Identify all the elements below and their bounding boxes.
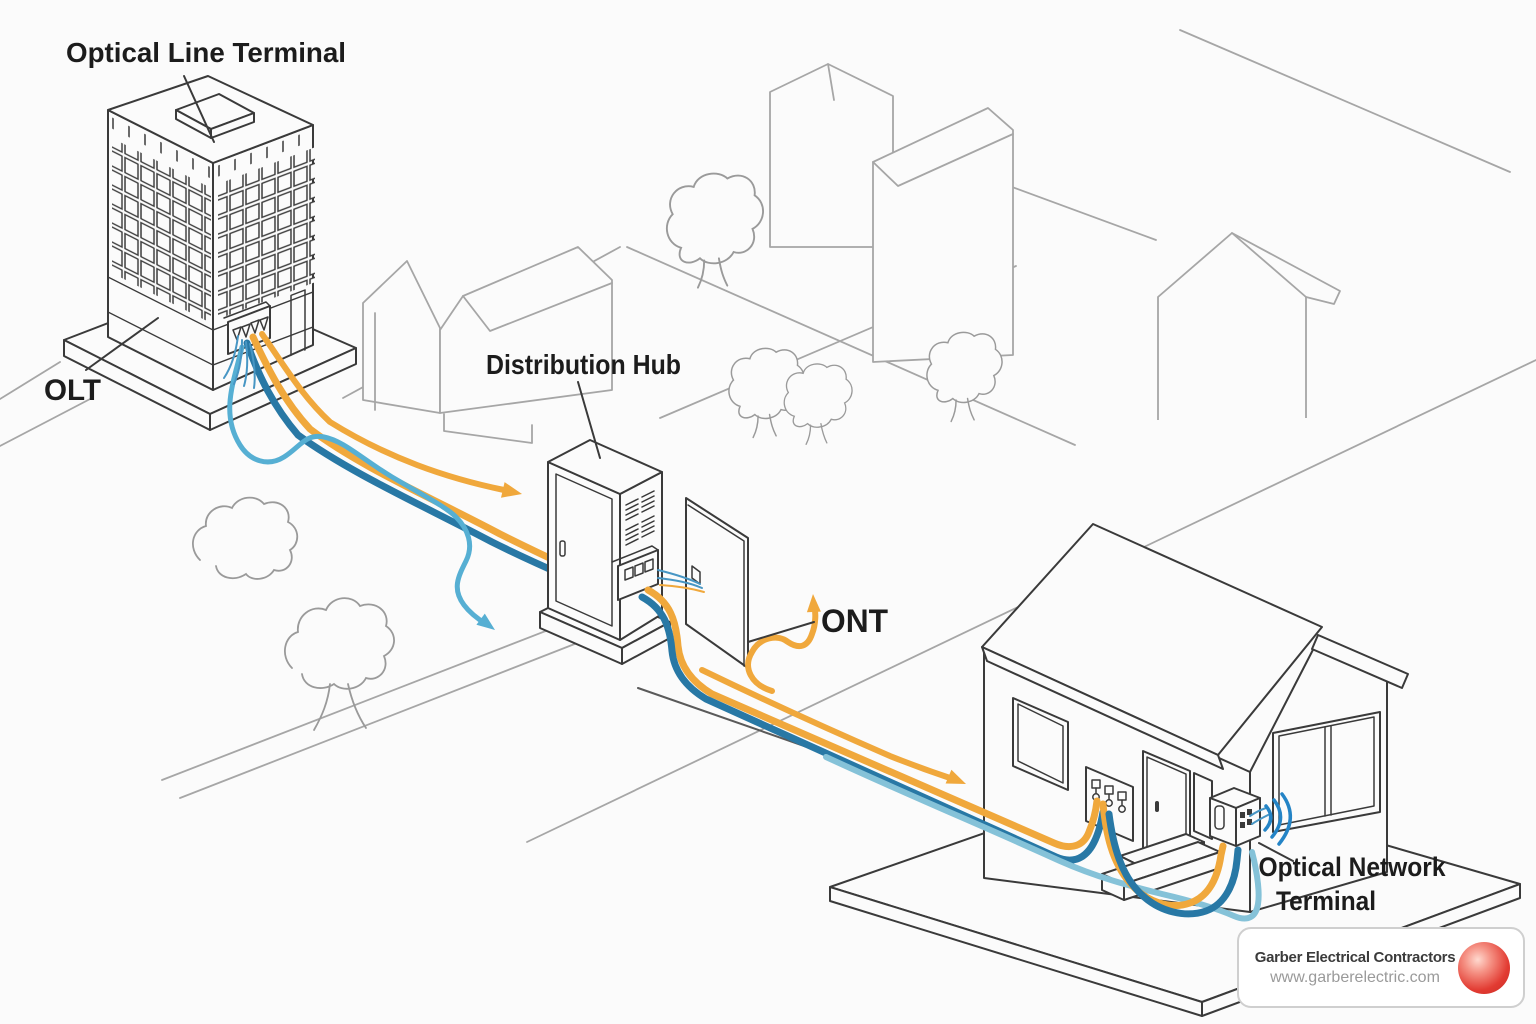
leader-distribution-hub [577,381,601,459]
road-line [1179,29,1511,173]
road-line-long [526,359,1536,843]
ont-box [1209,787,1269,847]
background-building-center [362,246,613,444]
tree-icon [783,363,853,446]
olt-cable-port [223,301,271,355]
hub-top-face [547,439,663,495]
wifi-signal-icon [1263,792,1292,846]
label-olt: OLT [44,374,101,407]
light-blue-flow-arrow-icon [227,344,495,630]
hub-splice-strands [657,569,705,593]
logo-red-sphere-icon [1458,941,1510,994]
cable-light-blue [823,754,1262,922]
leader-lines [85,75,1294,862]
olt-windows-right [212,129,315,366]
sketch-bushes [192,496,395,731]
orange-curl-arrow-icon [745,594,821,694]
road-line [0,361,61,400]
background-house-right [1157,232,1341,420]
brand-url: www.garberelectric.com [1270,968,1440,986]
trees [192,172,1003,731]
label-optical-network-terminal-line2: Terminal [1276,886,1376,916]
door-knob-icon [1155,801,1159,812]
door-sidelight [1193,772,1213,840]
hub-vent-icon [625,490,655,546]
olt-windows-left [107,117,214,366]
leader-ont [747,621,815,643]
orange-flow-arrow-icon [699,667,966,784]
ont-slot [1214,805,1225,830]
cable-blue [1105,810,1242,918]
ont-fiber-strands [1249,807,1269,825]
leader-optical-line-terminal [183,75,215,143]
hub-door-outline [555,473,613,627]
house-window [1012,697,1069,791]
label-optical-line-terminal: Optical Line Terminal [66,37,346,68]
cable-blue [638,593,1107,864]
olt-building [63,75,357,431]
label-distribution-hub: Distribution Hub [486,349,681,380]
drop-cables [638,586,1262,922]
footer-card: Garber Electrical Contractors www.garber… [1237,927,1525,1008]
leader-olt [85,317,159,371]
hub-open-door-panel [685,497,749,669]
cable-orange [644,586,1101,850]
background-buildings [362,63,1341,444]
distribution-hub-cabinet [539,439,671,665]
road-line [0,397,93,447]
background-house-mid [872,107,1014,363]
hub-door-handle [559,540,566,557]
fiber-spray-strands [223,335,256,389]
house [981,523,1409,913]
orange-flow-arrow-icon [259,331,522,498]
brand-name: Garber Electrical Contractors [1254,948,1456,966]
house-roof [981,523,1409,770]
ont-connectors-icon [1240,809,1252,828]
label-ont: ONT [821,603,888,639]
label-optical-network-terminal-line1: Optical Network [1259,852,1447,882]
leader-optical-network-terminal [1258,842,1294,862]
sidewalk-lines [161,619,591,799]
